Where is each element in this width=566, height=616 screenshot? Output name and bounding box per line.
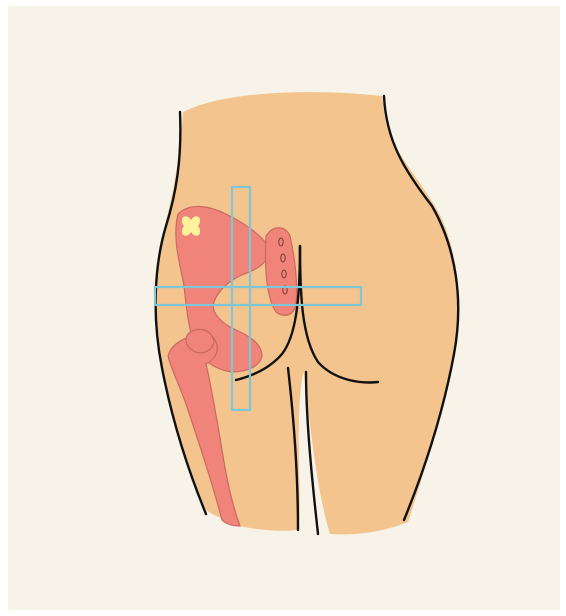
femoral-head [186, 329, 214, 352]
